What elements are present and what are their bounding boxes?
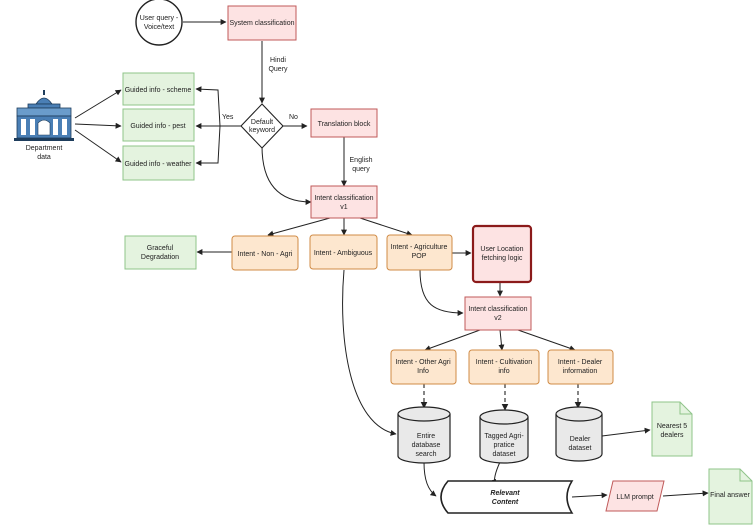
- guided-pest-label: Guided info - pest: [130, 123, 185, 130]
- intent-v2-line-1: Intent classification: [468, 306, 527, 313]
- node-default-keyword: Default keyword: [240, 103, 284, 149]
- intent-agri-pop-line-2: POP: [412, 253, 427, 260]
- intent-ambiguous-label: Intent - Ambiguous: [314, 250, 373, 257]
- node-intent-classification-v2: Intent classification v2: [464, 296, 532, 331]
- hindi-query-line-1: Hindi: [270, 57, 286, 64]
- graceful-line-1: Graceful: [147, 245, 174, 252]
- edge-dept-to-pest: [74, 122, 122, 129]
- graceful-line-2: Degradation: [141, 254, 179, 261]
- user-location-line-1: User Location: [480, 246, 523, 253]
- tagged-line-3: dataset: [493, 451, 516, 458]
- entire-db-line-2: database: [412, 442, 441, 449]
- intent-v1-line-2: v1: [340, 204, 348, 211]
- relevant-content-line-2: Content: [492, 499, 519, 506]
- default-keyword-line-2: keyword: [249, 127, 275, 134]
- entire-db-line-1: Entire: [417, 433, 435, 440]
- tagged-line-2: pratice: [493, 442, 514, 449]
- node-tagged-dataset: Tagged Agri- pratice dataset: [479, 409, 529, 464]
- intent-v1-line-1: Intent classification: [314, 195, 373, 202]
- intent-agri-pop-line-1: Intent - Agriculture: [391, 244, 448, 251]
- node-nearest-dealers: Nearest 5 dealers: [651, 401, 693, 457]
- user-location-line-2: fetching logic: [482, 255, 523, 262]
- node-intent-ambiguous: Intent - Ambiguous: [309, 234, 378, 270]
- government-building-icon: [14, 90, 74, 141]
- cultivation-line-2: info: [498, 368, 509, 375]
- edges: [74, 19, 709, 499]
- node-intent-classification-v1: Intent classification v1: [310, 185, 378, 219]
- node-guided-weather: Guided info - weather: [122, 145, 195, 181]
- node-guided-pest: Guided info - pest: [122, 108, 195, 142]
- edge-llm-to-final: [662, 490, 709, 497]
- node-intent-cultivation: Intent - Cultivation info: [468, 349, 540, 385]
- dealer-dataset-line-2: dataset: [569, 445, 592, 452]
- edge-dept-to-scheme: [74, 89, 122, 119]
- edge-intentv2-to-dealer: [517, 329, 576, 352]
- hindi-query-line-2: Query: [268, 66, 288, 73]
- edge-dept-to-weather: [74, 129, 122, 163]
- translation-block-label: Translation block: [318, 121, 371, 128]
- llm-prompt-label: LLM prompt: [616, 494, 653, 501]
- node-entire-database: Entire database search: [397, 406, 451, 464]
- department-data-line-2: data: [37, 154, 51, 161]
- edge-ambiguous-to-entiredb: [342, 269, 397, 436]
- english-query-line-1: English: [350, 157, 373, 164]
- final-answer-label: Final answer: [710, 492, 750, 499]
- guided-weather-label: Guided info - weather: [125, 161, 193, 168]
- edge-intentv2-to-otheragri: [424, 329, 481, 351]
- node-translation-block: Translation block: [310, 108, 378, 138]
- dealer-dataset-line-1: Dealer: [570, 436, 591, 443]
- edge-content-to-llm: [571, 492, 608, 499]
- edge-intentv1-to-agripop: [359, 217, 413, 237]
- node-user-query: User query - Voice/text: [135, 0, 183, 46]
- node-final-answer: Final answer: [708, 468, 753, 525]
- dealer-intent-line-2: information: [563, 368, 598, 375]
- node-guided-scheme: Guided info - scheme: [122, 72, 195, 106]
- edge-agripop-to-intentv2: [419, 269, 464, 316]
- yes-label: Yes: [222, 114, 234, 121]
- cultivation-line-1: Intent - Cultivation: [476, 359, 533, 366]
- edge-dealerdb-to-nearest: [601, 427, 651, 437]
- node-graceful-degradation: Graceful Degradation: [124, 235, 197, 270]
- tagged-line-1: Tagged Agri-: [484, 433, 524, 440]
- user-query-line-2: Voice/text: [144, 24, 174, 31]
- department-data-line-1: Department: [26, 145, 63, 152]
- node-intent-other-agri: Intent - Other Agri Info: [390, 349, 457, 385]
- english-query-line-2: query: [352, 166, 370, 173]
- edge-intentv1-to-nonagri: [267, 217, 331, 237]
- other-agri-line-1: Intent - Other Agri: [395, 359, 451, 366]
- node-llm-prompt: LLM prompt: [605, 480, 665, 512]
- guided-scheme-label: Guided info - scheme: [125, 87, 192, 94]
- intent-v2-line-2: v2: [494, 315, 502, 322]
- dealer-intent-line-1: Intent - Dealer: [558, 359, 603, 366]
- node-intent-non-agri: Intent - Non - Agri: [231, 235, 299, 271]
- node-intent-agri-pop: Intent - Agriculture POP: [386, 234, 453, 271]
- relevant-content-line-1: Relevant: [490, 490, 520, 497]
- entire-db-line-3: search: [415, 451, 436, 458]
- edge-keyword-to-weather: [195, 125, 221, 166]
- intent-non-agri-label: Intent - Non - Agri: [238, 251, 293, 258]
- system-classification-label: System classification: [230, 20, 295, 27]
- user-query-line-1: User query -: [140, 15, 179, 22]
- node-dealer-dataset: Dealer dataset: [555, 406, 603, 462]
- other-agri-line-2: Info: [417, 368, 429, 375]
- default-keyword-line-1: Default: [251, 119, 273, 126]
- edge-keyword-to-scheme: [195, 86, 221, 127]
- edge-entiredb-to-content: [423, 461, 437, 497]
- nearest-line-2: dealers: [661, 432, 684, 439]
- node-user-location: User Location fetching logic: [471, 224, 533, 284]
- edge-intentv2-to-cultivation: [498, 329, 505, 351]
- node-intent-dealer: Intent - Dealer information: [547, 349, 614, 385]
- no-label: No: [289, 114, 298, 121]
- nearest-line-1: Nearest 5: [657, 423, 687, 430]
- edge-keyword-to-intentv1: [261, 145, 312, 205]
- node-system-classification: System classification: [227, 5, 297, 41]
- node-relevant-content: Relevant Content: [440, 480, 574, 514]
